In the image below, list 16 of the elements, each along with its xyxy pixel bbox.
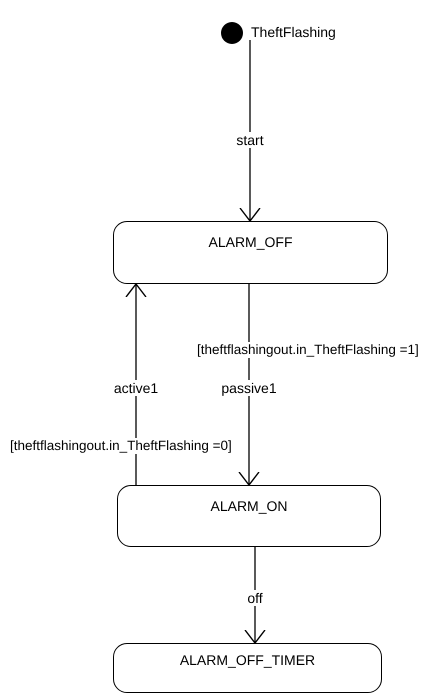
edge-label: active1 [112,380,160,396]
edge-label: off [246,590,264,606]
state-box [113,643,382,693]
state-box [113,221,388,284]
edge-label: passive1 [220,380,278,396]
state-name: ALARM_OFF_TIMER [180,652,316,668]
state-name: ALARM_ON [210,498,288,514]
state-name: ALARM_OFF [208,234,292,250]
initial-state-dot [221,22,243,44]
transition-arrow [244,547,266,644]
transition-arrow [239,40,261,222]
state-machine-name: TheftFlashing [251,24,336,40]
guard-condition: [theftflashingout.in_TheftFlashing =0] [10,438,232,454]
state-box [117,485,381,547]
edge-label: start [235,132,265,148]
guard-condition: [theftflashingout.in_TheftFlashing =1] [197,342,419,358]
